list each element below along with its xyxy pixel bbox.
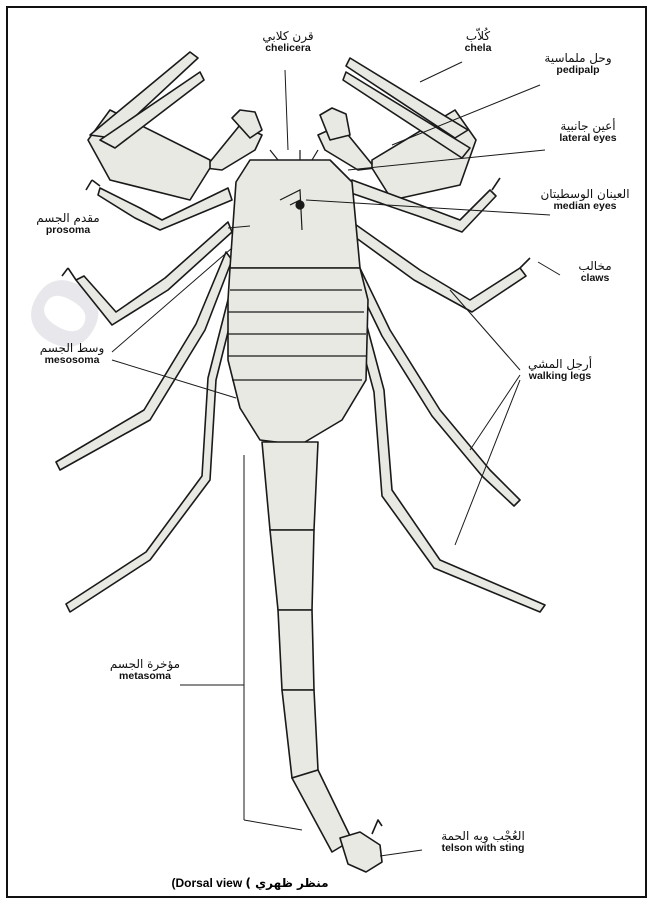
label-lateral-eyes: أعين جانبية lateral eyes — [538, 120, 638, 144]
caption-dorsal-view: (Dorsal view منظر ظهري ) — [120, 876, 380, 890]
label-pedipalp: وحل ملماسية pedipalp — [528, 52, 628, 76]
label-mesosoma: وسط الجسم mesosoma — [22, 342, 122, 366]
label-chela: كُلاّب chela — [448, 30, 508, 54]
label-median-eyes: العينان الوسطيتان median eyes — [530, 188, 640, 212]
label-prosoma: مقدم الجسم prosoma — [18, 212, 118, 236]
label-walking-legs: أرجل المشي walking legs — [510, 358, 610, 382]
left-walking-legs — [56, 180, 236, 612]
label-chelicera: قرن كلابي chelicera — [248, 30, 328, 54]
caption-english: (Dorsal view — [171, 876, 242, 890]
right-walking-legs — [348, 178, 545, 612]
label-metasoma: مؤخرة الجسم metasoma — [95, 658, 195, 682]
metasoma-segments — [262, 442, 352, 852]
prosoma-shape — [230, 160, 360, 268]
label-telson-with-sting: العُجْب وبه الحمة telson with sting — [418, 830, 548, 854]
caption-arabic: منظر ظهري ) — [246, 876, 329, 890]
label-claws: مخالب claws — [560, 260, 630, 284]
left-pedipalp — [88, 52, 262, 200]
telson-shape — [340, 832, 382, 872]
